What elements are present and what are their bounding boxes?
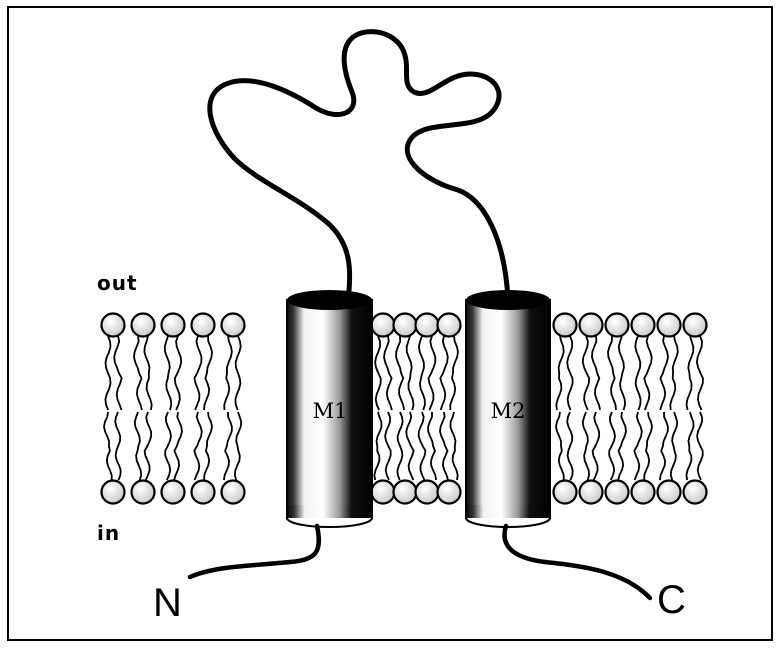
lipid-head — [658, 481, 681, 504]
helix-1-label: M1 — [313, 399, 348, 423]
lipid-head — [684, 481, 707, 504]
lipid-head — [438, 314, 461, 337]
lipid-head — [554, 481, 577, 504]
lipid-head — [372, 314, 395, 337]
lipid-head — [102, 481, 125, 504]
c-terminus-label: C — [657, 578, 686, 622]
inside-label: in — [97, 521, 120, 545]
lipid-head — [102, 314, 125, 337]
lipid-head — [606, 481, 629, 504]
lipid-head — [394, 481, 417, 504]
lipid-head — [222, 481, 245, 504]
outside-label: out — [97, 271, 138, 295]
lipid-head — [632, 314, 655, 337]
lipid-head — [162, 314, 185, 337]
lipid-head — [438, 481, 461, 504]
transmembrane-helix-1: M1 — [287, 290, 372, 527]
lipid-head — [372, 481, 395, 504]
lipid-head — [658, 314, 681, 337]
lipid-head — [606, 314, 629, 337]
lipid-head — [162, 481, 185, 504]
lipid-head — [192, 314, 215, 337]
lipid-head — [684, 314, 707, 337]
lipid-head — [580, 481, 603, 504]
transmembrane-helix-2: M2 — [466, 290, 550, 527]
n-terminus-label: N — [153, 581, 182, 625]
lipid-head — [416, 314, 439, 337]
lipid-head — [192, 481, 215, 504]
lipid-head — [554, 314, 577, 337]
lipid-head — [132, 481, 155, 504]
lipid-head — [580, 314, 603, 337]
lipid-head — [132, 314, 155, 337]
helix-2-label: M2 — [491, 399, 526, 423]
lipid-head — [416, 481, 439, 504]
lipid-head — [632, 481, 655, 504]
lipid-head — [222, 314, 245, 337]
lipid-head — [394, 314, 417, 337]
